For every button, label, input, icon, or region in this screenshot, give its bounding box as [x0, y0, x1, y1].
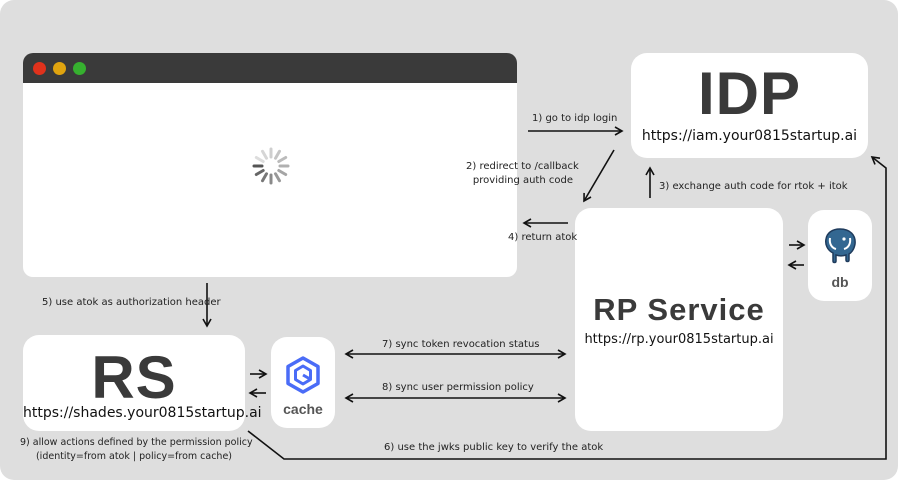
loading-spinner-icon	[252, 147, 290, 185]
cache-label: cache	[283, 401, 323, 417]
idp-box: IDP https://iam.your0815startup.ai	[631, 53, 868, 158]
rp-service-box: RP Service https://rp.your0815startup.ai	[575, 208, 783, 431]
step3-label: 3) exchange auth code for rtok + itok	[659, 181, 848, 192]
cache-box: cache	[271, 337, 335, 428]
db-box: db	[808, 210, 872, 301]
step5-label: 5) use atok as authorization header	[42, 297, 221, 308]
arrow-step2	[583, 149, 615, 203]
db-label: db	[831, 274, 849, 290]
idp-title: IDP	[697, 60, 802, 127]
step8-label: 8) sync user permission policy	[382, 382, 534, 393]
rs-url: https://shades.your0815startup.ai	[23, 405, 262, 421]
rp-url: https://rp.your0815startup.ai	[584, 332, 774, 347]
step7-label: 7) sync token revocation status	[382, 339, 540, 350]
maximize-dot-icon	[73, 62, 86, 75]
browser-window	[23, 53, 517, 277]
idp-url: https://iam.your0815startup.ai	[641, 128, 858, 144]
step9-label-line2: (identity=from atok | policy=from cache)	[35, 451, 233, 462]
arrow-step6	[247, 156, 887, 460]
cache-hexagon-icon	[286, 356, 320, 394]
postgresql-elephant-icon	[825, 228, 856, 264]
step6-label: 6) use the jwks public key to verify the…	[384, 442, 604, 453]
rp-title: RP Service	[593, 292, 765, 327]
step2-label-line1: 2) redirect to /callback	[466, 161, 579, 172]
close-dot-icon	[33, 62, 46, 75]
browser-title-bar	[23, 53, 517, 83]
step4-label: 4) return atok	[508, 232, 578, 243]
rs-title: RS	[91, 344, 177, 411]
minimize-dot-icon	[53, 62, 66, 75]
step2-label-line2: providing auth code	[472, 175, 573, 186]
step9-label-line1: 9) allow actions defined by the permissi…	[20, 437, 253, 448]
rs-box: RS https://shades.your0815startup.ai	[23, 335, 262, 431]
step1-label: 1) go to idp login	[532, 113, 618, 124]
